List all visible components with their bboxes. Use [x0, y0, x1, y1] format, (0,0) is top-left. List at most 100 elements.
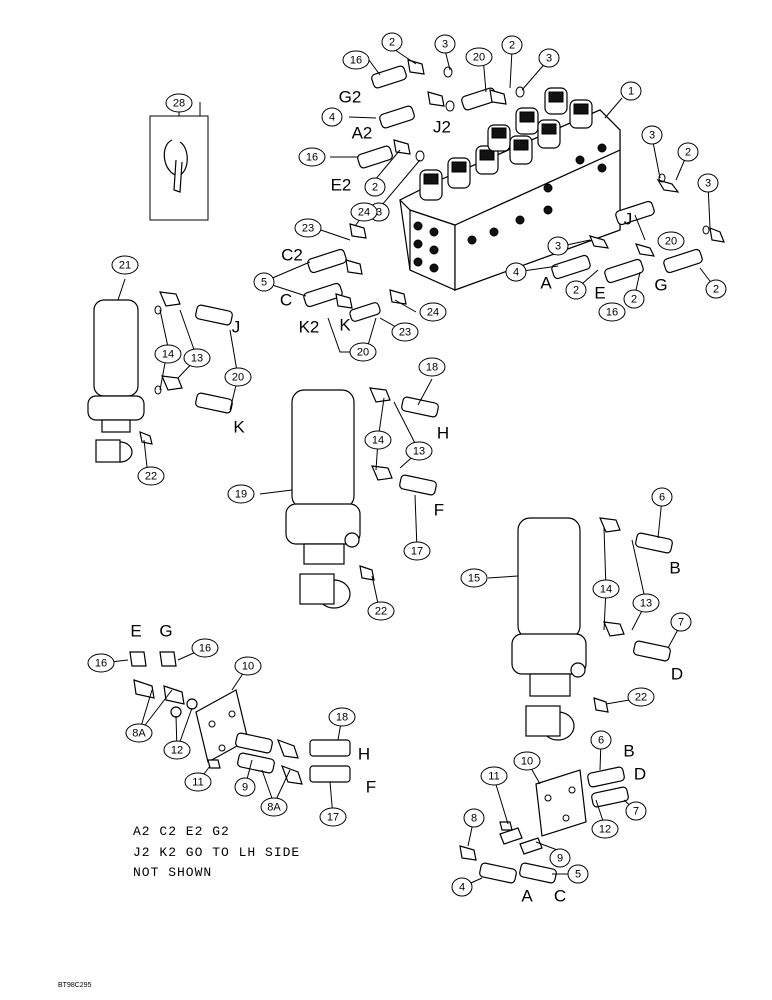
port-label-e: E [130, 622, 141, 641]
callout-13: 13 [405, 441, 433, 461]
callout-oval [547, 236, 569, 256]
callout-number: 5 [575, 869, 581, 881]
callout-2: 2 [364, 177, 386, 197]
callout-3: 3 [697, 173, 719, 193]
callout-number: 15 [468, 573, 480, 585]
callout-oval [460, 568, 488, 588]
port-label-b: B [669, 559, 680, 578]
callout-2: 2 [501, 35, 523, 55]
callout-11: 11 [480, 766, 508, 786]
callout-oval [234, 777, 256, 797]
callout-oval [418, 357, 446, 377]
callout-oval [501, 35, 523, 55]
callout-oval [224, 367, 252, 387]
callout-2: 2 [623, 289, 645, 309]
callout-oval [598, 302, 626, 322]
callout-number: 24 [427, 307, 439, 319]
callout-8a: 8A [260, 797, 288, 817]
callout-oval [111, 255, 139, 275]
callout-oval [319, 807, 347, 827]
callout-16: 16 [342, 50, 370, 70]
port-label-f: F [366, 778, 376, 797]
callout-oval [480, 766, 508, 786]
callout-number: 20 [232, 372, 244, 384]
port-label-h: H [358, 745, 370, 764]
callout-number: 2 [573, 285, 579, 297]
callout-19: 19 [227, 484, 255, 504]
callout-oval [183, 348, 211, 368]
callout-number: 22 [145, 471, 157, 483]
callout-oval [298, 147, 326, 167]
callout-oval [641, 125, 663, 145]
callout-oval [87, 653, 115, 673]
callout-oval [328, 707, 356, 727]
callout-3: 3 [641, 125, 663, 145]
callout-number: 3 [546, 53, 552, 65]
callout-oval [705, 279, 727, 299]
figure-code: BT98C295 [58, 982, 92, 989]
callout-oval [677, 142, 699, 162]
detail-box-28 [149, 113, 209, 221]
solenoid-coils [419, 87, 593, 201]
port-label-j: J [232, 318, 241, 337]
callout-oval [367, 601, 395, 621]
callout-number: 16 [306, 152, 318, 164]
callout-oval [538, 48, 560, 68]
note-block: A2 C2 E2 G2 J2 K2 GO TO LH SIDE NOT SHOW… [133, 824, 299, 880]
port-label-d: D [671, 665, 683, 684]
callout-number: 3 [442, 39, 448, 51]
callout-oval [627, 687, 655, 707]
callout-oval [590, 730, 612, 750]
callout-oval [381, 32, 403, 52]
callout-14: 14 [364, 430, 392, 450]
callout-oval [154, 344, 182, 364]
note-line-1: A2 C2 E2 G2 [133, 824, 230, 839]
callout-number: 3 [705, 178, 711, 190]
callout-21: 21 [111, 255, 139, 275]
callout-oval [234, 656, 262, 676]
callout-number: 20 [357, 347, 369, 359]
callout-oval [697, 173, 719, 193]
callout-oval [165, 93, 193, 113]
callout-oval [549, 848, 571, 868]
callout-number: 16 [350, 55, 362, 67]
lower-left-plate-assembly [129, 651, 351, 785]
callout-number: 9 [242, 782, 248, 794]
callout-oval [625, 801, 647, 821]
callout-number: 8A [267, 802, 281, 814]
callout-18: 18 [418, 357, 446, 377]
callout-17: 17 [319, 807, 347, 827]
callout-7: 7 [625, 801, 647, 821]
callout-3: 3 [547, 236, 569, 256]
callout-20: 20 [657, 231, 685, 251]
callout-number: 2 [631, 294, 637, 306]
callout-number: 10 [521, 756, 533, 768]
callout-number: 24 [358, 207, 370, 219]
callout-3: 3 [538, 48, 560, 68]
callout-4: 4 [505, 262, 527, 282]
callout-number: 22 [635, 692, 647, 704]
callout-oval [342, 50, 370, 70]
callout-oval [657, 231, 685, 251]
callout-2: 2 [565, 280, 587, 300]
callout-24: 24 [350, 202, 378, 222]
callout-number: 21 [119, 260, 131, 272]
callout-number: 20 [473, 52, 485, 64]
callout-13: 13 [632, 593, 660, 613]
callout-11: 11 [184, 772, 212, 792]
callout-oval [620, 81, 642, 101]
filter-assembly-19 [285, 387, 439, 609]
callout-14: 14 [592, 579, 620, 599]
callout-number: 4 [459, 882, 465, 894]
callout-number: 6 [598, 735, 604, 747]
callout-number: 3 [555, 241, 561, 253]
callout-oval [405, 441, 433, 461]
callout-number: 3 [649, 130, 655, 142]
callout-oval [434, 34, 456, 54]
callout-oval [419, 302, 447, 322]
callout-oval [294, 218, 322, 238]
callout-22: 22 [367, 601, 395, 621]
